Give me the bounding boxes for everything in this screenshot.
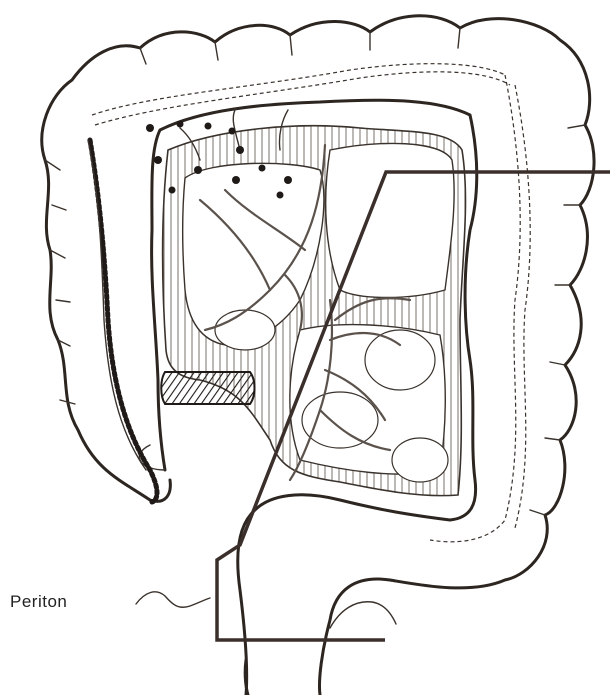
periton-label: Periton xyxy=(10,592,67,612)
resected-segment xyxy=(161,372,254,404)
mesentery xyxy=(163,126,466,496)
periton-pointer xyxy=(136,592,210,607)
transverse-colon-stitch xyxy=(92,64,510,125)
